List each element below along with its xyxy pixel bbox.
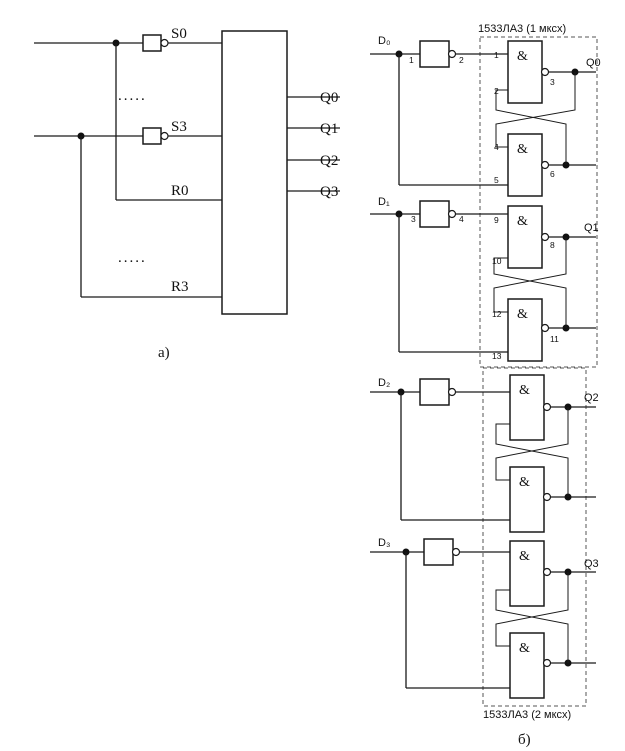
r3-label: R3	[171, 279, 189, 295]
output-bubble	[540, 323, 550, 333]
pin-label: 8	[550, 240, 555, 250]
and-symbol: &	[517, 307, 528, 322]
pin-label: 1	[409, 55, 414, 65]
nand-gate-q	[507, 40, 543, 104]
feedback-wire	[495, 72, 576, 148]
pin-label: 5	[494, 175, 499, 185]
r0-label: R0	[171, 183, 189, 199]
output-bubble	[540, 232, 550, 242]
output-bubble	[542, 658, 552, 668]
pin-label: 6	[550, 169, 555, 179]
inverter-bubble	[451, 547, 461, 557]
inverter-bubble	[160, 131, 169, 141]
diagram-b: 1533ЛА3 (1 мксх) 1533ЛА3 (2 мксх) D₀ 1 2…	[370, 23, 601, 748]
pin-label: 3	[411, 214, 416, 224]
chip-label-2: 1533ЛА3 (2 мксх)	[483, 709, 571, 721]
pin-label: 13	[492, 351, 502, 361]
latch-stage-3: D₃ & Q3 &	[370, 537, 599, 699]
q0-out-label: Q0	[586, 57, 601, 69]
q1-label: Q1	[320, 121, 338, 137]
and-symbol: &	[519, 475, 530, 490]
nand-gate-q	[509, 540, 545, 607]
inverter-0	[419, 40, 450, 68]
chip-outline-1	[479, 36, 598, 368]
s3-label: S3	[171, 119, 187, 135]
nand-gate-qbar	[507, 133, 543, 197]
inverter-bubble	[160, 38, 169, 48]
caption-a: а)	[158, 345, 170, 361]
register-block	[221, 30, 288, 315]
nand-gate-qbar	[509, 632, 545, 699]
pin-label: 11	[550, 334, 559, 344]
q3-out-label: Q3	[584, 558, 599, 570]
inverter-1	[419, 200, 450, 228]
feedback-wire	[493, 237, 567, 313]
inverter-bubble	[447, 209, 457, 219]
latch-stage-0: D₀ 1 2 & Q0 1 2 3 & 4 5 6	[370, 35, 601, 197]
inverter-bubble	[447, 387, 457, 397]
q0-label: Q0	[320, 90, 338, 106]
output-bubble	[540, 160, 550, 170]
feedback-wire	[495, 423, 569, 497]
inverter-3	[423, 538, 454, 566]
chip-outline-2	[482, 367, 587, 707]
nand-gate-q	[507, 205, 543, 269]
and-symbol: &	[519, 641, 530, 656]
feedback-wire	[495, 572, 569, 647]
output-bubble	[540, 67, 550, 77]
latch-stage-1: D₁ 3 4 & Q1 9 10 8 & 12 13 11	[370, 196, 599, 362]
pin-label: 9	[494, 215, 499, 225]
d0-label: D₀	[378, 35, 391, 47]
feedback-wire	[495, 89, 567, 165]
pin-label: 2	[459, 55, 464, 65]
pin-label: 1	[494, 50, 499, 60]
diagram-a: S0 R0 ..... S3 ..... R3 Q0 Q1 Q2 Q3 а)	[34, 26, 340, 361]
and-symbol: &	[517, 142, 528, 157]
feedback-wire	[493, 257, 567, 328]
and-symbol: &	[519, 383, 530, 398]
inverter-2	[419, 378, 450, 406]
s3-inverter	[142, 127, 162, 145]
pin-label: 4	[459, 214, 464, 224]
d2-label: D₂	[378, 377, 390, 389]
and-symbol: &	[517, 49, 528, 64]
s0-inverter	[142, 34, 162, 52]
d3-label: D₃	[378, 537, 390, 549]
q3-label: Q3	[320, 184, 338, 200]
output-bubble	[542, 567, 552, 577]
ellipsis-lower: .....	[118, 250, 147, 266]
ellipsis-upper: .....	[118, 88, 147, 104]
output-bubble	[542, 492, 552, 502]
output-bubble	[542, 402, 552, 412]
latch-stage-2: D₂ & Q2 &	[370, 374, 599, 533]
chip-label-1: 1533ЛА3 (1 мксх)	[478, 23, 566, 35]
caption-b: б)	[518, 732, 531, 748]
and-symbol: &	[517, 214, 528, 229]
nand-gate-q	[509, 374, 545, 441]
d1-label: D₁	[378, 196, 390, 208]
q2-label: Q2	[320, 153, 338, 169]
inverter-bubble	[447, 49, 457, 59]
pin-label: 10	[492, 256, 502, 266]
and-symbol: &	[519, 549, 530, 564]
q2-out-label: Q2	[584, 392, 599, 404]
q1-out-label: Q1	[584, 222, 599, 234]
s0-label: S0	[171, 26, 187, 42]
feedback-wire	[495, 589, 569, 663]
pin-label: 3	[550, 77, 555, 87]
pin-label: 12	[492, 309, 502, 319]
feedback-wire	[495, 407, 569, 481]
